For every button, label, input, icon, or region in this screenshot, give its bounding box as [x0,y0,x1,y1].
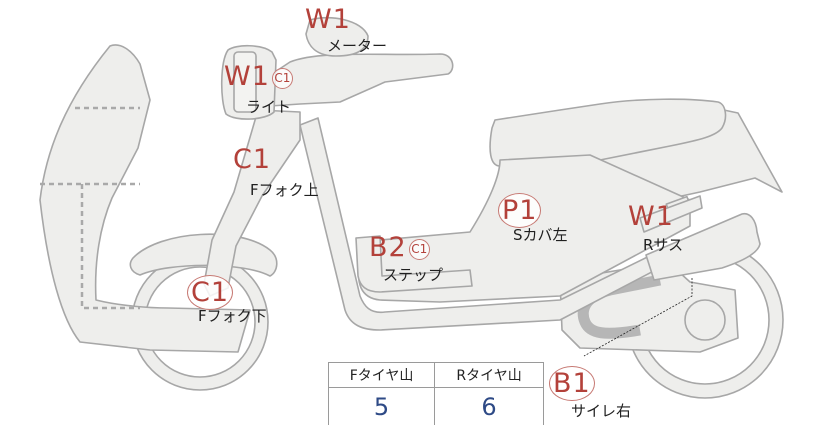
side-cover-left-label: Sカバ左 [513,226,568,244]
step-board [355,235,473,293]
rear-tire-value: 6 [434,387,544,425]
front-tire-value: 5 [327,387,436,425]
front-fork-upper-label: Fフォク上 [250,181,319,199]
leader-line [583,278,693,357]
front-fender [129,233,278,277]
tire-tread-table: Fタイヤ山 Rタイヤ山 5 6 [327,362,544,425]
handlebar [253,53,454,107]
tire-table-header-row: Fタイヤ山 Rタイヤ山 [327,362,544,388]
leg-shield [39,44,251,353]
front-fork-lower-label: Fフォク下 [198,307,267,325]
muffler-right-code: B1 [549,366,595,401]
front-tire-header: Fタイヤ山 [327,362,436,388]
rear-shock [645,212,761,281]
front-fork-upper-code: C1 [233,144,272,175]
step-c1-badge: C1 [408,239,430,260]
rear-suspension-code: W1 [628,201,674,232]
seat [489,98,727,167]
muffler-right-label: サイレ右 [571,402,632,420]
side-cover-left-code: P1 [498,193,542,228]
front-fork-lower-code: C1 [187,275,234,310]
meter-code: W1 [305,4,351,35]
meter-pod [305,16,369,57]
light-label: ライト [246,98,292,116]
rear-suspension-label: Rサス [643,236,684,254]
meter-label: メーター [327,37,388,55]
rear-tire-header: Rタイヤ山 [434,362,544,388]
light-c1-badge: C1 [271,68,293,89]
step-label: ステップ [383,266,444,284]
tire-table-value-row: 5 6 [327,387,544,425]
panel-seams [40,106,140,310]
